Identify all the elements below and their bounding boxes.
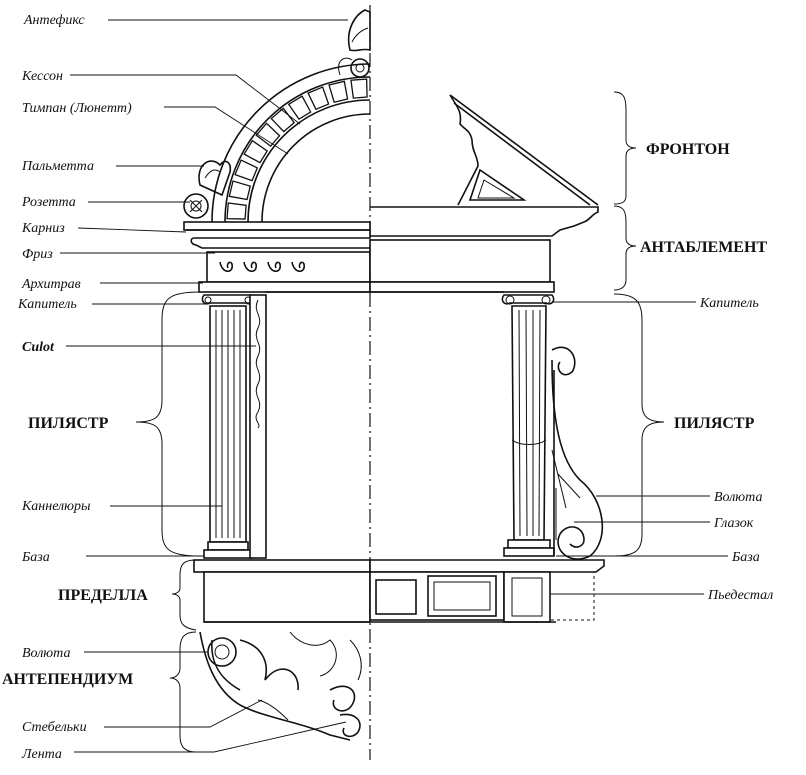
section-labels: ФРОНТОН АНТАБЛЕМЕНТ ПИЛЯСТР ПИЛЯСТР ПРЕД… (2, 141, 767, 688)
left-labels: Антефикс Кессон Тимпан (Люнетт) Пальметт… (17, 13, 132, 762)
label-cornice: Карниз (21, 221, 65, 236)
coffer (228, 180, 252, 201)
right-pilaster (501, 294, 604, 560)
label-antefix: Антефикс (23, 13, 85, 28)
label-tympanum: Тимпан (Люнетт) (22, 101, 132, 116)
label-stems: Стебельки (22, 720, 87, 735)
section-antependium: АНТЕПЕНДИУМ (2, 671, 133, 688)
label-base-left: База (21, 550, 50, 565)
right-labels: Капитель Волюта Глазок База Пьедестал (699, 296, 773, 603)
section-pediment: ФРОНТОН (646, 141, 730, 158)
label-volute-right: Волюта (714, 490, 762, 505)
coffer (270, 107, 296, 133)
coffer (255, 122, 281, 148)
label-ribbon: Лента (21, 747, 62, 762)
coffer (350, 78, 368, 99)
left-pilaster (201, 291, 370, 559)
label-volute-left: Волюта (22, 646, 70, 661)
label-base-right: База (731, 550, 760, 565)
label-capital-left: Капитель (17, 297, 77, 312)
section-pilaster-left: ПИЛЯСТР (28, 415, 109, 432)
label-culot: Culot (22, 340, 55, 355)
label-frieze: Фриз (22, 247, 53, 262)
label-eye: Глазок (713, 516, 754, 531)
label-rosette: Розетта (21, 195, 76, 210)
label-architrave: Архитрав (21, 277, 81, 292)
label-pedestal: Пьедестал (707, 588, 773, 603)
right-half-drawing (369, 94, 605, 623)
label-capital-right: Капитель (699, 296, 759, 311)
coffer (234, 159, 259, 182)
braces (135, 91, 665, 753)
section-predella: ПРЕДЕЛЛА (58, 587, 148, 604)
section-pilaster-right: ПИЛЯСТР (674, 415, 755, 432)
coffer (287, 95, 312, 121)
frieze-scrolls (219, 261, 305, 273)
label-coffer: Кессон (21, 69, 63, 84)
label-flutes: Каннелюры (21, 499, 91, 514)
coffer (226, 202, 247, 220)
coffer (307, 86, 330, 111)
leader-lines (60, 19, 728, 753)
label-palmette: Пальметта (21, 159, 94, 174)
antependium-ornament (199, 631, 362, 741)
coffer (328, 80, 349, 104)
coffer (243, 139, 269, 164)
section-entablature: АНТАБЛЕМЕНТ (640, 239, 767, 256)
arch-coffers (226, 78, 368, 220)
left-half-drawing (183, 9, 371, 741)
